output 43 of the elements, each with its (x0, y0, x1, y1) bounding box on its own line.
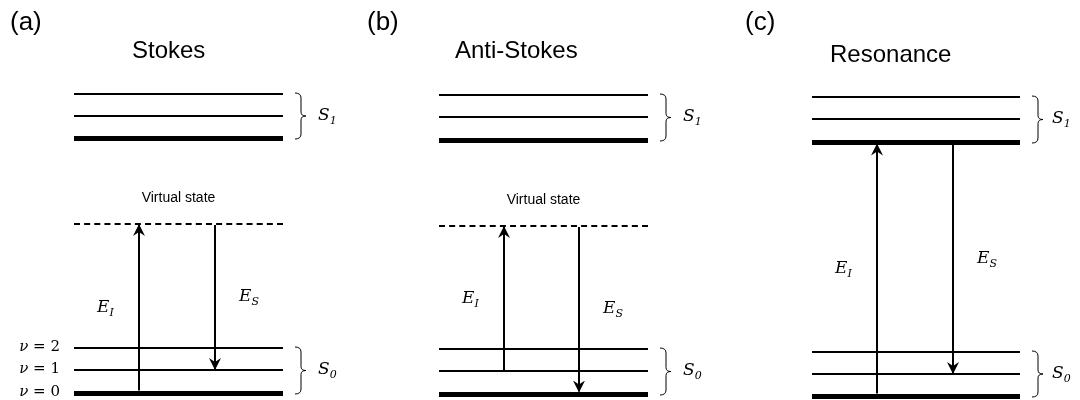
edge-label: E$_{I}$ (835, 259, 852, 280)
state-label: S$_{1}$ (683, 107, 702, 128)
arrow (209, 224, 221, 370)
panel-title: Anti-Stokes (455, 38, 578, 62)
panel-letter: (c) (745, 8, 776, 34)
state-label: S$_{0}$ (1052, 364, 1071, 385)
energy-level-line (439, 348, 648, 350)
arrow (871, 143, 883, 395)
energy-level-line (812, 96, 1020, 98)
energy-level-line (74, 115, 283, 117)
panel-letter: (b) (367, 8, 399, 34)
state-label: S$_{0}$ (683, 361, 702, 382)
energy-level-line (74, 93, 283, 95)
edge-label: E$_{S}$ (239, 287, 259, 308)
edge-label: E$_{S}$ (603, 299, 623, 320)
energy-level-line (439, 370, 648, 372)
level-label: ν = 0 (19, 384, 60, 399)
edge-label: E$_{I}$ (462, 288, 479, 309)
state-label: S$_{0}$ (318, 360, 337, 381)
edge-label: E$_{S}$ (977, 248, 997, 270)
state-label: S$_{1}$ (318, 106, 337, 127)
arrow (573, 226, 585, 393)
arrow (498, 226, 510, 371)
energy-level-line (74, 369, 283, 371)
energy-level-line (439, 116, 648, 118)
level-label: ν = 1 (19, 361, 60, 376)
panel-title: Stokes (132, 38, 206, 62)
level-caption: Virtual state (506, 192, 581, 206)
panel-letter: (a) (10, 8, 42, 34)
energy-level-line (812, 118, 1020, 120)
arrow (947, 143, 959, 374)
energy-level-line (74, 347, 283, 349)
virtual-level-line (439, 225, 648, 227)
panel-title: Resonance (830, 42, 952, 66)
energy-level-line (812, 373, 1020, 375)
virtual-level-line (74, 223, 283, 225)
state-label: S$_{1}$ (1052, 109, 1071, 130)
energy-level-line (812, 351, 1020, 353)
arrow (133, 224, 145, 392)
energy-level-line (439, 94, 648, 96)
level-caption: Virtual state (141, 190, 216, 204)
edge-label: E$_{I}$ (97, 297, 114, 319)
level-label: ν = 2 (19, 339, 60, 354)
